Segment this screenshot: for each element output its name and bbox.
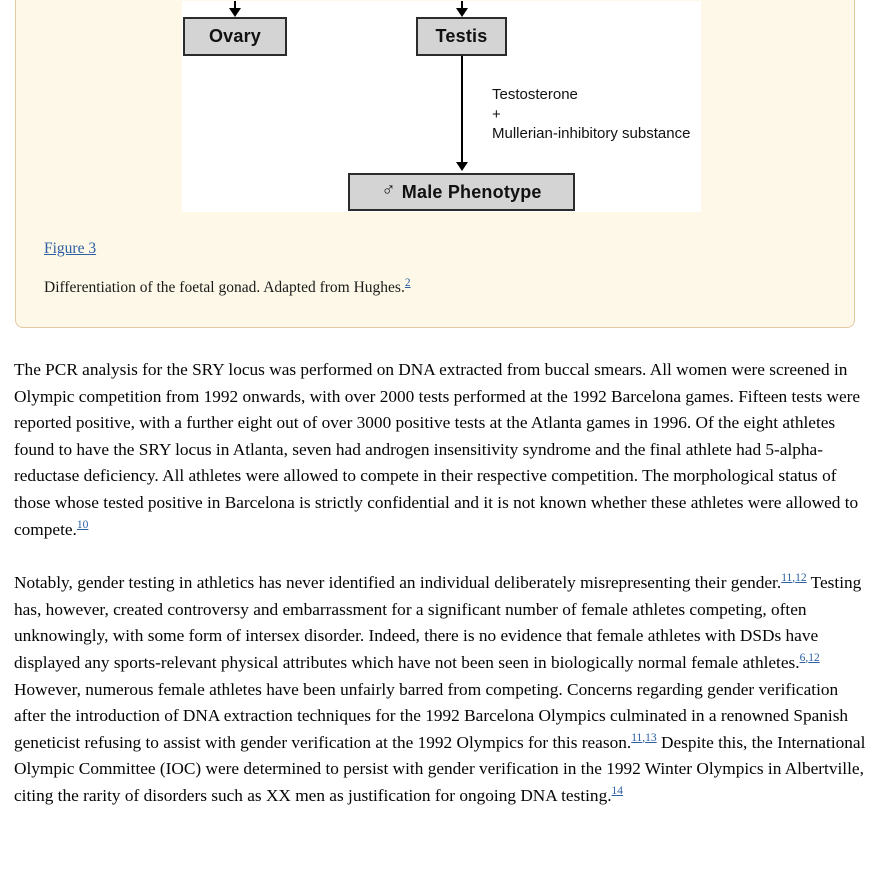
body-paragraph: The PCR analysis for the SRY locus was p… bbox=[14, 360, 861, 539]
arrow-to-testis bbox=[461, 1, 463, 9]
ovary-label: Ovary bbox=[208, 26, 262, 46]
annotation-line: Testosterone bbox=[492, 86, 578, 103]
reference-link[interactable]: 11 bbox=[631, 731, 643, 744]
annotation-line: Mullerian-inhibitory substance bbox=[492, 125, 691, 142]
male-symbol-icon: ♂ bbox=[381, 180, 396, 201]
ovary-node: Ovary bbox=[183, 17, 287, 56]
reference-superscript: 11,12 bbox=[781, 572, 807, 585]
reference-link[interactable]: 2 bbox=[404, 276, 411, 289]
male-phenotype-node: ♂ Male Phenotype bbox=[348, 173, 575, 211]
article-body: The PCR analysis for the SRY locus was p… bbox=[14, 328, 866, 810]
arrow-testis-to-male-phenotype bbox=[461, 56, 463, 162]
reference-superscript: 11,13 bbox=[631, 731, 657, 744]
testis-label: Testis bbox=[435, 26, 488, 46]
male-phenotype-label: Male Phenotype bbox=[401, 181, 542, 202]
reference-link[interactable]: 12 bbox=[808, 652, 820, 665]
reference-superscript: 6,12 bbox=[799, 652, 820, 665]
figure-3-link[interactable]: Figure 3 bbox=[44, 240, 97, 257]
arrowhead-icon bbox=[229, 8, 241, 17]
testis-node: Testis bbox=[416, 17, 507, 56]
reference-link[interactable]: 6 bbox=[799, 652, 806, 665]
reference-superscript: 10 bbox=[77, 519, 89, 531]
arrowhead-icon bbox=[456, 162, 468, 171]
reference-link[interactable]: 10 bbox=[76, 518, 89, 531]
annotation-line: + bbox=[492, 105, 501, 123]
reference-superscript: 14 bbox=[612, 785, 624, 797]
arrow-annotation: Testosterone + Mullerian-inhibitory subs… bbox=[492, 85, 690, 144]
body-paragraph: Notably, gender testing in athletics has… bbox=[14, 572, 866, 805]
reference-link[interactable]: 13 bbox=[645, 731, 657, 744]
reference-link[interactable]: 11 bbox=[781, 572, 793, 585]
arrowhead-icon bbox=[456, 8, 468, 17]
reference-link[interactable]: 14 bbox=[611, 785, 624, 798]
arrow-to-ovary bbox=[234, 1, 236, 9]
figure-caption-text: Differentiation of the foetal gonad. Ada… bbox=[44, 279, 405, 296]
figure-caption: Differentiation of the foetal gonad. Ada… bbox=[44, 277, 411, 297]
reference-superscript: 2 bbox=[405, 277, 411, 289]
figure-panel: Ovary Testis Testosterone + Mullerian-in… bbox=[15, 0, 855, 328]
gonad-differentiation-diagram: Ovary Testis Testosterone + Mullerian-in… bbox=[182, 1, 701, 212]
reference-link[interactable]: 12 bbox=[795, 572, 807, 585]
